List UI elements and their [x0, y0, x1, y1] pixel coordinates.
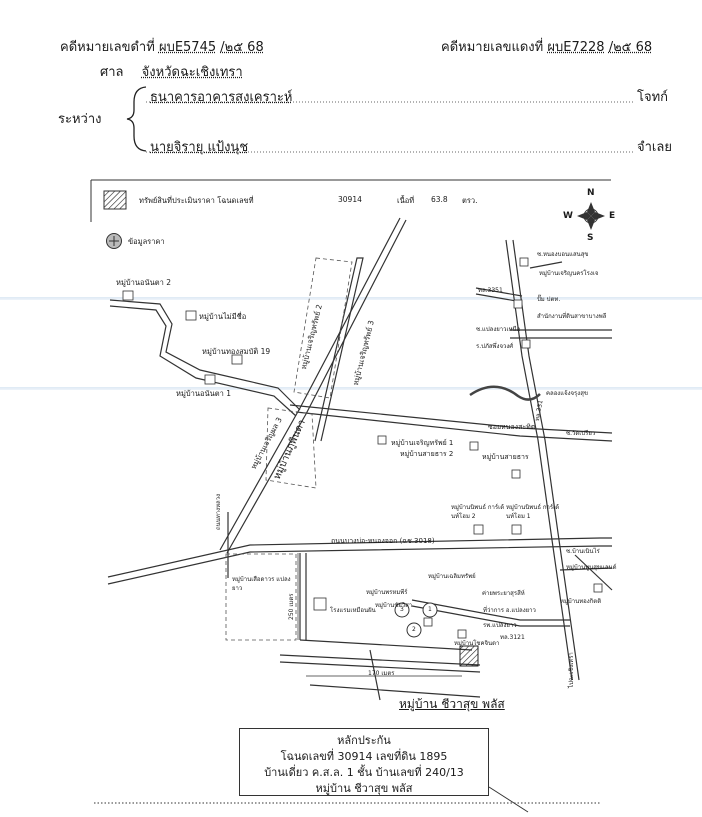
label-office: สำนักงานที่ดินสาขาบางพลี: [537, 313, 607, 320]
label-soi-wat: ซ.วัดเปรียว: [566, 430, 596, 437]
defendant-role: จำเลย: [637, 140, 672, 155]
between-label: ระหว่าง: [58, 112, 102, 127]
price-data-legend-icon: [106, 233, 122, 249]
distance-markers: [297, 553, 462, 677]
label-to-chachoeng: ไปฉะเชิงเทรา: [568, 652, 575, 688]
label-v-saithan: หมู่บ้านสายธาร: [482, 453, 529, 461]
marker-3-label: 3: [400, 606, 404, 613]
label-v-thongsombat: หมู่บ้านทองสมบัติ 19: [202, 347, 271, 356]
collateral-title: หลักประกัน: [337, 734, 391, 747]
subject-property: [459, 645, 479, 667]
collateral-box: หลักประกัน โฉนดเลขที่ 30914 เลขที่ดิน 18…: [239, 728, 489, 796]
court-label: ศาล: [100, 65, 124, 80]
label-v-sukhonsanti: หมู่บ้านพูนสุขแลนด์: [566, 564, 617, 571]
label-v-niphon1: หมู่บ้านนิพนธ์ การ์เด้นท์โฮม 1: [506, 504, 560, 520]
compass-n: N: [587, 188, 595, 198]
area-label: เนื้อที่: [397, 196, 415, 205]
canal: [469, 385, 541, 401]
label-v-chaloeisap: หมู่บ้านเฉลิมทรัพย์: [428, 573, 476, 580]
plaintiff-name: ธนาคารอาคารสงเคราะห์: [150, 90, 293, 105]
label-v-chokcharoen: หมู่บ้านโชคจินดา: [454, 640, 500, 647]
property-legend-text: ทรัพย์สินที่ประเมินราคา โฉนดเลขที่: [139, 195, 254, 207]
label-soi-top: ซ.หนองบอนแสนสุข: [537, 251, 589, 258]
label-v-saithan2: หมู่บ้านสายธาร 2: [400, 450, 454, 458]
red-case-year: /๒๕ 68: [608, 40, 653, 55]
red-case-label: คดีหมายเลขแดงที่: [441, 40, 544, 55]
plot-outlines: [225, 257, 353, 641]
compass-w: W: [563, 211, 573, 221]
label-soi-paengpan: ซ.แปลงยาวเหนือ: [476, 326, 521, 333]
compass-e: E: [609, 211, 616, 221]
red-case-line: คดีหมายเลขแดงที่ ผบE7228 /๒๕ 68: [441, 36, 652, 57]
label-road-3351: ทล.3351: [478, 287, 503, 294]
label-v-suea: หมู่บ้านเสือดาวร แปลงยาว: [232, 576, 291, 592]
court-line: ศาล จังหวัดฉะเชิงเทรา: [100, 61, 243, 82]
scan-stripe: [0, 387, 702, 390]
label-v-nameless: หมู่บ้านไม่มีชื่อ: [199, 312, 247, 321]
black-case-label: คดีหมายเลขดำที่: [60, 40, 155, 55]
property-legend-label: ทรัพย์สินที่ประเมินราคา โฉนดเลขที่: [139, 196, 254, 205]
label-soi-nongsathit: ซอยหนองสะทิต: [488, 423, 536, 431]
black-case-number: ผบE5745: [158, 40, 217, 55]
label-v-anantha1: หมู่บ้านอนันตา 1: [176, 389, 231, 398]
label-hotel: โรงแรมเหมือนฝัน: [330, 607, 376, 614]
red-case-number: ผบE7228: [547, 40, 605, 55]
deed-number: 30914: [338, 195, 362, 204]
marker-1-label: 1: [428, 606, 432, 613]
building-markers: [122, 257, 603, 639]
roads: [107, 217, 613, 701]
black-case-line: คดีหมายเลขดำที่ ผบE5745 /๒๕ 68: [60, 36, 264, 57]
compass-rose: [577, 202, 605, 230]
plaintiff-role: โจทก์: [637, 90, 669, 105]
label-v-niphon2: หมู่บ้านนิพนธ์ การ์เด้นท์โฮม 2: [451, 504, 505, 520]
collateral-line1: โฉนดเลขที่ 30914 เลขที่ดิน 1895: [280, 750, 448, 763]
label-dist-250: 250 เมตร: [288, 593, 295, 620]
scan-stripe: [0, 297, 702, 300]
label-v-anantha2: หมู่บ้านอนันตา 2: [116, 278, 171, 287]
label-v-phrompop: หมู่บ้านพรหมพีร์: [366, 589, 408, 596]
label-road-3121: ทล.3121: [500, 634, 525, 641]
label-subject-village: หมู่บ้าน ชีวาสุข พลัส: [399, 697, 505, 711]
court-name: จังหวัดฉะเชิงเทรา: [141, 65, 243, 80]
compass-s: S: [587, 233, 594, 243]
label-camp: ค่ายพระยาสุรสีห์: [482, 590, 525, 597]
property-legend-swatch: [103, 190, 127, 210]
black-case-year: /๒๕ 68: [220, 40, 264, 55]
label-dist-170: 170 เมตร: [368, 670, 395, 677]
marker-2-label: 2: [412, 626, 416, 633]
label-v-charoenrat: หมู่บ้านเจริญนครโรงเจ: [539, 270, 599, 277]
collateral-line2: บ้านเดี่ยว ค.ส.ล. 1 ชั้น บ้านเลขที่ 240/…: [264, 766, 464, 779]
collateral-line3: หมู่บ้าน ชีวาสุข พลัส: [315, 782, 413, 795]
reference-markers: [394, 602, 438, 638]
label-v-thongkitti: หมู่บ้านทองกิตติ: [560, 598, 602, 605]
pointer-line: [488, 786, 529, 813]
label-canal: คลองแจ้งจรุงสุข: [546, 390, 588, 397]
label-ptt: ปั๊ม ปตท.: [537, 296, 561, 303]
area-unit: ตรว.: [462, 196, 478, 205]
label-district-office: ที่ว่าการ อ.แปลงยาว: [483, 607, 536, 614]
label-hospital: รพ.แปลงยาว: [483, 622, 517, 629]
label-v-charoensap1: หมู่บ้านเจริญทรัพย์ 1: [391, 439, 454, 447]
defendant-name: นายจิรายุ แป้งนุช: [150, 140, 249, 155]
label-rice-shop: ร.ปภัสพึ่งจวงศ์: [476, 343, 514, 350]
label-left-road: ถนนทางหลวง: [215, 493, 222, 530]
price-data-legend-label: ข้อมูลราคา: [128, 237, 165, 246]
label-soi-ban: ซ.บ้านเนินไร่: [566, 548, 600, 555]
label-v-chaiwat: หมู่บ้านชัยวิสา: [375, 602, 413, 609]
area-value: 63.8: [431, 195, 448, 204]
label-road-main: ถนนบางบ่อ-หนองจอก (ฉช.3018): [331, 537, 435, 545]
